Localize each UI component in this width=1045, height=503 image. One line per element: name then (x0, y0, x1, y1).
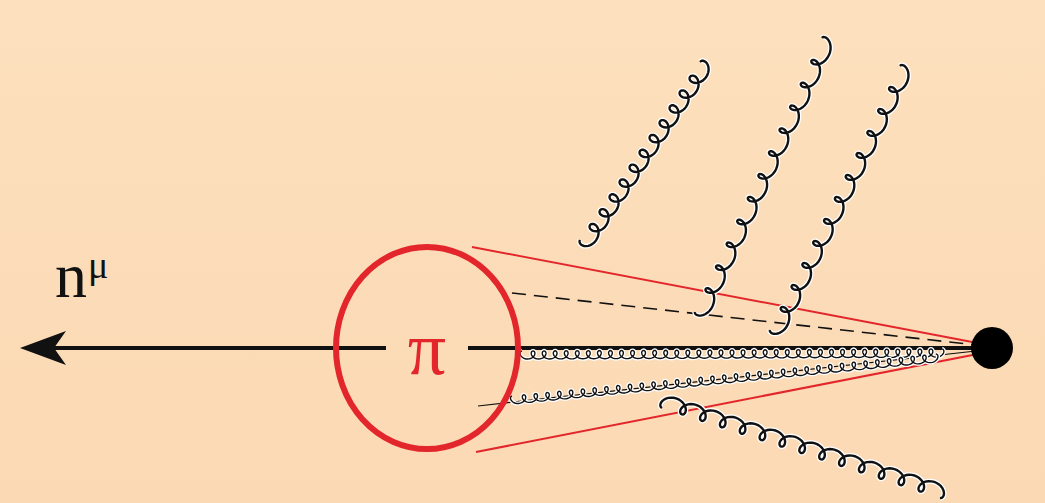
vertex-dot (971, 327, 1013, 369)
gluon-group (510, 37, 943, 498)
gluon-outline (520, 349, 944, 359)
gluon-line (520, 349, 944, 359)
gluon-outline (580, 61, 709, 246)
pion-ellipse: π (333, 244, 521, 452)
gluon-outline (660, 398, 944, 498)
gluon-line (510, 354, 937, 404)
gluon-line (660, 398, 944, 498)
dashed-line (512, 293, 985, 346)
gluon-line (580, 61, 709, 246)
superscript-index: μ (88, 246, 108, 284)
particle-symbol: π (408, 310, 446, 386)
gluon-outline (510, 354, 937, 404)
gluon-line (770, 65, 909, 334)
arrow-head (20, 331, 66, 365)
gluon-outline (770, 65, 909, 334)
cone-line (472, 247, 988, 345)
thin-line (478, 350, 985, 406)
cone-line (476, 352, 988, 452)
vector-label: n (55, 244, 87, 308)
